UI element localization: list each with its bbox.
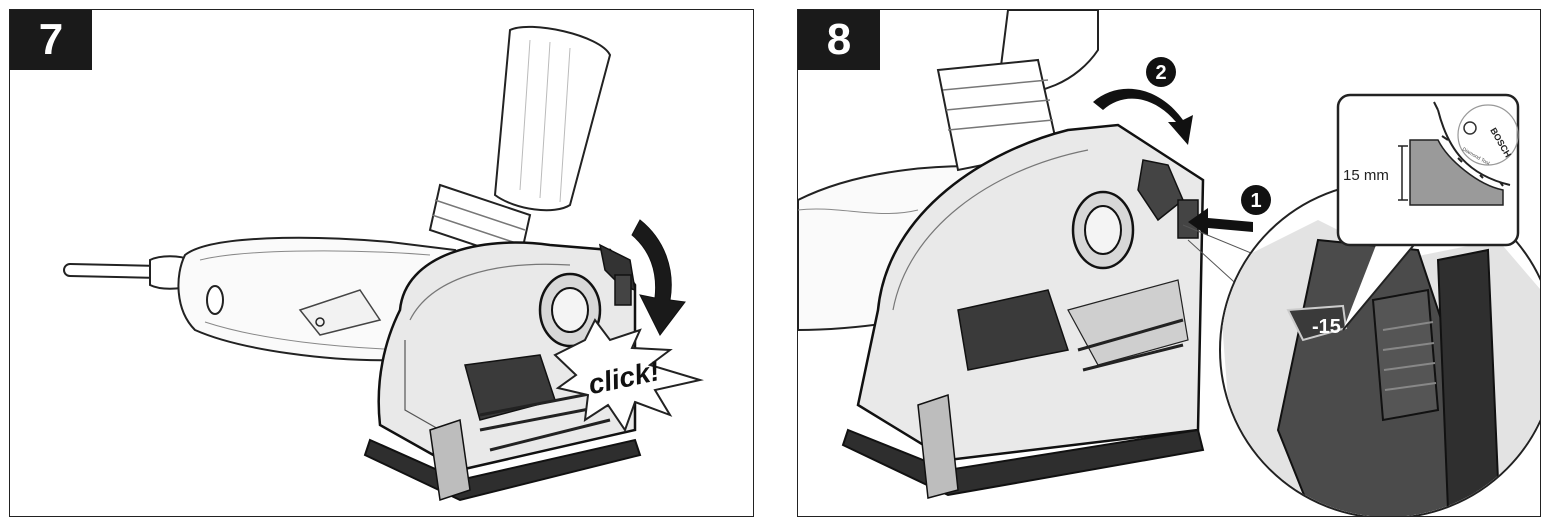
grinder-body <box>177 236 462 362</box>
step-number-badge: 7 <box>10 10 92 70</box>
rotate-arrow <box>1093 88 1193 145</box>
depth-adjust-illustration: 1 2 -15 <box>798 10 1540 516</box>
press-down-arrow <box>631 219 686 336</box>
step-7-panel: 7 <box>9 9 754 517</box>
callout-2-label: 2 <box>1155 62 1166 84</box>
depth-setting-label: -15 <box>1312 316 1341 338</box>
click-burst: click! <box>553 318 704 433</box>
dust-guard <box>841 123 1205 499</box>
auxiliary-handle <box>428 25 612 262</box>
depth-inset: BOSCH Diamond Tool 15 mm <box>1336 93 1520 331</box>
power-cable <box>63 255 191 290</box>
callout-2: 2 <box>1146 57 1176 87</box>
dust-guard <box>363 241 642 502</box>
callout-1-label: 1 <box>1250 190 1261 212</box>
step-number-badge: 8 <box>798 10 880 70</box>
detail-magnifier: -15 <box>1219 181 1540 516</box>
push-arrow <box>1188 208 1253 236</box>
grinder-guard-illustration: click! <box>63 25 704 502</box>
step-8-panel: 8 <box>797 9 1541 517</box>
callout-1: 1 <box>1241 185 1271 215</box>
depth-dimension-label: 15 mm <box>1343 167 1389 184</box>
